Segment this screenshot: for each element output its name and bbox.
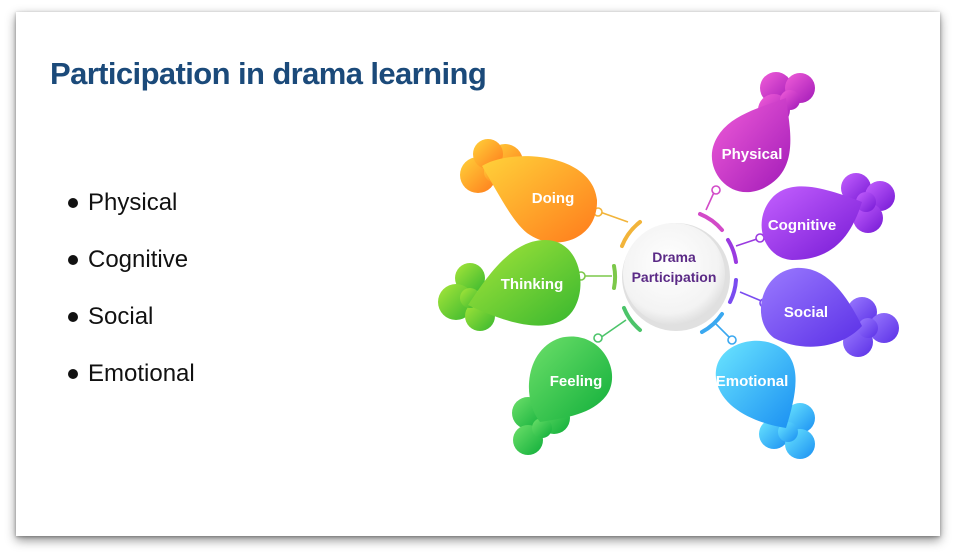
hub-ring-segment-cognitive [726,238,738,264]
node-physical: Physical [711,72,815,193]
connector-doing [599,211,629,223]
drop-thinking [468,240,581,326]
hub-ring-segments [612,212,738,334]
connector-dot-cognitive [755,233,765,243]
hub-ring-segment-thinking [612,264,618,290]
node-thinking: Thinking [438,240,581,331]
bullet-item-social: Social [68,300,195,357]
node-feeling: Feeling [512,336,613,455]
node-label-feeling: Feeling [550,373,603,390]
node-emotional: Emotional [715,340,815,459]
node-cognitive: Cognitive [761,173,895,260]
connector-dot-feeling [593,333,603,343]
node-social: Social [760,267,899,357]
center-label-line2: Participation [632,269,717,285]
node-label-social: Social [784,304,828,321]
drop-emotional [715,340,796,428]
drop-physical [711,98,791,193]
hub-circle [623,223,725,325]
bullet-list: Physical Cognitive Social Emotional [68,186,195,414]
hub-ring-segment-emotional [700,312,724,334]
connector-feeling [599,319,627,339]
connector-dot-physical [711,185,721,195]
hub-ring-segment-doing [620,220,642,248]
center-label-line1: Drama [652,249,696,265]
node-doing: Doing [460,139,598,243]
hub-ring-segment-feeling [622,306,642,332]
bullet-item-cognitive: Cognitive [68,243,195,300]
hub-ring-segment-social [728,278,738,304]
clover-cognitive [841,173,895,233]
clover-emotional [759,403,815,459]
drop-cognitive [761,186,862,260]
bullet-item-physical: Physical [68,186,195,243]
hub-ring-segment-physical [698,212,724,232]
node-label-doing: Doing [532,190,575,207]
connector-social [739,291,765,303]
node-label-thinking: Thinking [501,276,564,293]
node-label-emotional: Emotional [716,373,789,390]
drop-doing [482,156,598,243]
connector-lines [578,187,765,341]
node-label-cognitive: Cognitive [768,217,836,234]
center-hub: Drama Participation [612,212,738,334]
drop-social [760,267,862,347]
drop-feeling [528,336,613,422]
slide-title: Participation in drama learning [50,56,487,91]
node-label-physical: Physical [722,146,783,163]
connector-dot-emotional [727,335,737,345]
bullet-item-emotional: Emotional [68,357,195,414]
